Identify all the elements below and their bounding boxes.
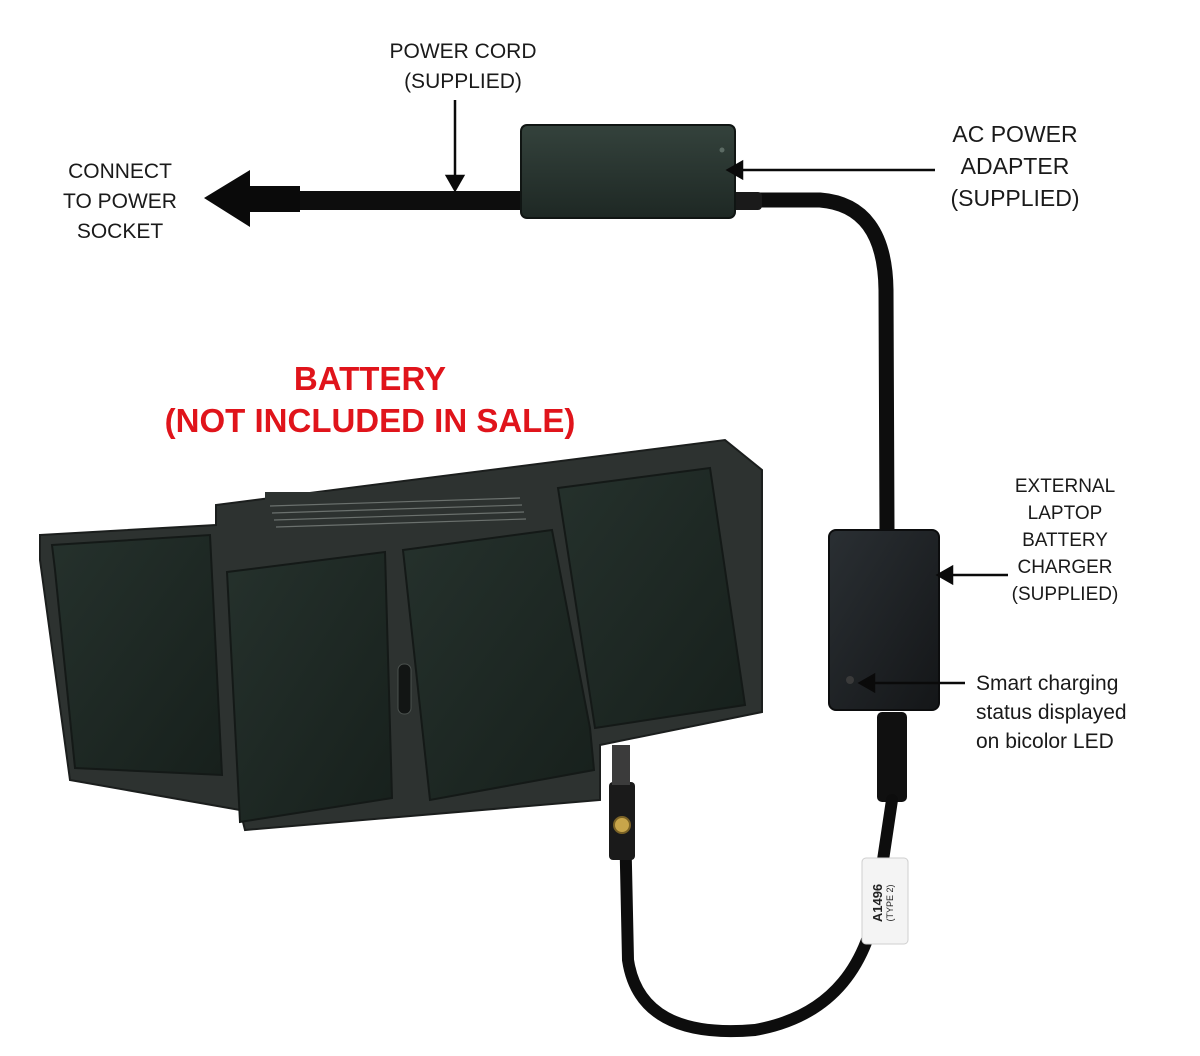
battery-cable — [619, 794, 898, 1038]
annotation-arrows — [444, 100, 1008, 694]
connector-screw — [613, 816, 631, 834]
smart-charging-label-line-2: status displayed — [976, 701, 1127, 724]
connect-socket-label: CONNECT TO POWER SOCKET — [50, 157, 190, 247]
external-charger-label-line-3: BATTERY — [1022, 530, 1108, 551]
connect-socket-label-line-1: CONNECT — [68, 160, 172, 183]
battery-not-included-warning: BATTERY (NOT INCLUDED IN SALE) — [120, 358, 620, 442]
external-charger-body — [828, 529, 940, 711]
ac-adapter-label-line-3: (SUPPLIED) — [950, 185, 1080, 211]
dc-cable — [727, 192, 895, 538]
power-cord-label-line-1: POWER CORD — [389, 40, 537, 63]
power-cord-label-line-2: (SUPPLIED) — [404, 70, 522, 93]
charger-plug — [877, 712, 907, 802]
battery-warning-line-2: (NOT INCLUDED IN SALE) — [164, 402, 576, 439]
battery-cell-3 — [401, 528, 596, 802]
battery-cell-4 — [556, 466, 747, 730]
ac-adapter-led — [719, 147, 725, 153]
battery-label-lines — [269, 497, 527, 528]
battery-center-slot — [397, 663, 412, 715]
smart-charging-label-line-3: on bicolor LED — [976, 730, 1114, 753]
battery-cell-2 — [225, 550, 394, 824]
connect-socket-label-line-3: SOCKET — [76, 220, 164, 243]
cable-tag-model: A1496 — [870, 883, 885, 923]
smart-charging-label: Smart charging status displayed on bicol… — [976, 669, 1176, 756]
external-charger-label: EXTERNAL LAPTOP BATTERY CHARGER (SUPPLIE… — [1000, 473, 1130, 608]
power-cord — [260, 191, 526, 210]
battery-warning-line-1: BATTERY — [293, 360, 447, 397]
cable-tag — [861, 857, 909, 945]
smart-charging-label-line-1: Smart charging — [976, 672, 1119, 695]
battery-flex-cable — [612, 745, 630, 785]
power-socket-arrow — [204, 170, 300, 227]
dc-cable-strain-relief — [732, 192, 762, 210]
ac-adapter-label-line-1: AC POWER — [952, 121, 1078, 147]
ac-adapter-label-line-2: ADAPTER — [960, 153, 1070, 179]
external-charger-label-line-2: LAPTOP — [1027, 503, 1103, 524]
connect-socket-label-line-2: TO POWER — [63, 190, 177, 213]
external-charger-label-line-4: CHARGER — [1017, 557, 1113, 578]
charger-led — [846, 676, 854, 684]
external-charger-label-line-5: (SUPPLIED) — [1011, 584, 1119, 605]
ac-adapter-body — [520, 124, 736, 219]
ac-adapter-label: AC POWER ADAPTER (SUPPLIED) — [935, 118, 1095, 214]
external-charger-label-line-1: EXTERNAL — [1014, 476, 1116, 497]
battery-label-area — [265, 492, 535, 528]
cable-tag-text: A1496 (TYPE 2) — [870, 855, 901, 951]
cable-tag-type: (TYPE 2) — [885, 884, 895, 922]
power-cord-label: POWER CORD (SUPPLIED) — [373, 37, 553, 97]
battery-cell-1 — [50, 533, 224, 777]
